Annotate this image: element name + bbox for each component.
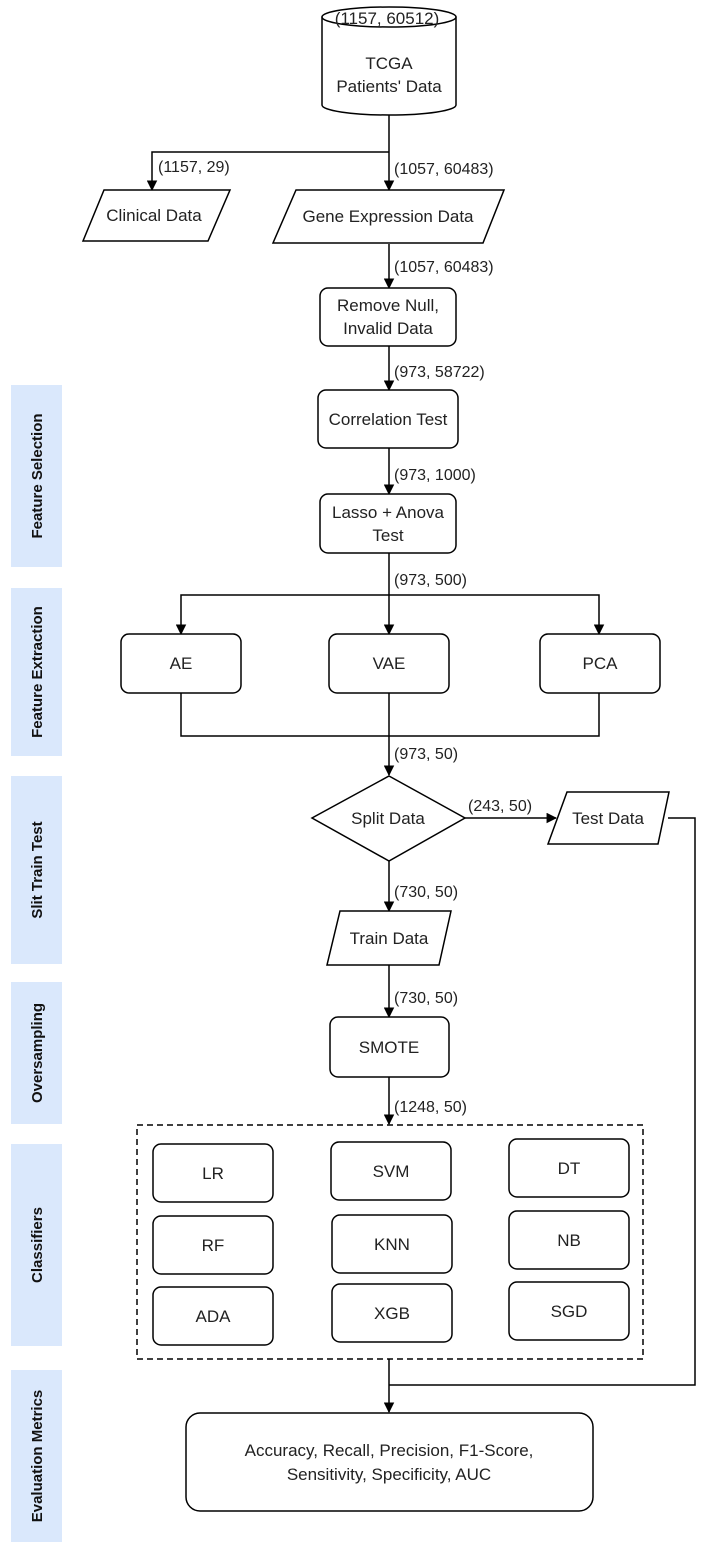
smote-node: SMOTE xyxy=(329,1016,450,1078)
pca-node: PCA xyxy=(539,633,661,694)
vae-label: VAE xyxy=(373,654,406,673)
split-data-node: Split Data xyxy=(310,775,467,862)
edge-label-gene: (1057, 60483) xyxy=(394,161,494,178)
classifier-ada: ADA xyxy=(152,1286,274,1346)
lasso-anova-line-2: Test xyxy=(372,526,403,545)
classifier-dt-label: DT xyxy=(558,1159,581,1178)
classifier-nb-label: NB xyxy=(557,1231,581,1250)
stage-label-split-train-test: Slit Train Test xyxy=(29,821,46,918)
correlation-test-label: Correlation Test xyxy=(329,410,448,429)
remove-null-line-1: Remove Null, xyxy=(337,296,439,315)
lasso-anova-line-1: Lasso + Anova xyxy=(332,503,445,522)
edge-label-train: (730, 50) xyxy=(394,884,458,901)
edge-labels: (1157, 29) (1057, 60483) (1057, 60483) (… xyxy=(158,159,532,1116)
clinical-data-label: Clinical Data xyxy=(106,206,202,225)
train-data-label: Train Data xyxy=(350,929,429,948)
edge-ae-merge xyxy=(180,693,389,737)
classifier-dt: DT xyxy=(508,1138,630,1198)
edge-to-clinical xyxy=(146,151,389,192)
stage-label-feature-selection: Feature Selection xyxy=(29,413,46,538)
classifier-ada-label: ADA xyxy=(196,1307,232,1326)
edge-test-to-metrics xyxy=(389,817,696,1386)
metrics-line-1: Accuracy, Recall, Precision, F1-Score, xyxy=(245,1441,534,1460)
edge-label-remove-null: (1057, 60483) xyxy=(394,259,494,276)
classifier-nb: NB xyxy=(508,1210,630,1270)
train-data-node: Train Data xyxy=(326,910,452,966)
stage-bands: Feature Selection Feature Extraction Sli… xyxy=(11,385,62,1542)
classifier-sgd: SGD xyxy=(508,1281,630,1341)
gene-expression-label: Gene Expression Data xyxy=(302,207,474,226)
stage-label-oversampling: Oversampling xyxy=(29,1003,46,1103)
stage-band-evaluation-metrics xyxy=(11,1370,62,1542)
classifiers-container xyxy=(136,1124,644,1360)
tcga-database: (1157, 60512) TCGA Patients' Data xyxy=(321,6,457,116)
classifier-xgb-label: XGB xyxy=(374,1304,410,1323)
edge-label-correlation: (973, 58722) xyxy=(394,364,485,381)
remove-null-line-2: Invalid Data xyxy=(343,319,433,338)
test-data-node: Test Data xyxy=(546,791,670,845)
ae-node: AE xyxy=(120,633,242,694)
edge-label-smote: (730, 50) xyxy=(394,990,458,1007)
classifier-lr: LR xyxy=(152,1143,274,1203)
classifier-xgb: XGB xyxy=(331,1283,453,1343)
smote-label: SMOTE xyxy=(359,1038,419,1057)
stage-band-feature-extraction xyxy=(11,588,62,756)
correlation-test-node: Correlation Test xyxy=(317,389,459,449)
remove-null-node: Remove Null, Invalid Data xyxy=(319,287,457,347)
metrics-node: Accuracy, Recall, Precision, F1-Score, S… xyxy=(185,1412,594,1512)
classifier-svm-label: SVM xyxy=(373,1162,410,1181)
edge-pca-merge xyxy=(389,693,600,737)
clinical-data-node: Clinical Data xyxy=(81,189,232,242)
classifier-svm: SVM xyxy=(330,1141,452,1201)
stage-label-feature-extraction: Feature Extraction xyxy=(29,606,46,738)
stage-band-oversampling xyxy=(11,982,62,1124)
edge-label-split: (973, 50) xyxy=(394,746,458,763)
classifier-lr-label: LR xyxy=(202,1164,224,1183)
edge-label-clinical: (1157, 29) xyxy=(158,159,230,176)
metrics-line-2: Sensitivity, Specificity, AUC xyxy=(287,1465,491,1484)
stage-label-evaluation-metrics: Evaluation Metrics xyxy=(29,1390,46,1523)
stage-band-split-train-test xyxy=(11,776,62,964)
classifier-rf: RF xyxy=(152,1215,274,1275)
stage-label-classifiers: Classifiers xyxy=(29,1207,46,1283)
stage-band-classifiers xyxy=(11,1144,62,1346)
split-data-label: Split Data xyxy=(351,809,425,828)
tcga-dims: (1157, 60512) xyxy=(335,9,440,28)
test-data-label: Test Data xyxy=(572,809,644,828)
connectors xyxy=(146,114,696,1414)
gene-expression-node: Gene Expression Data xyxy=(271,189,506,244)
pca-label: PCA xyxy=(583,654,619,673)
tcga-label-line-2: Patients' Data xyxy=(336,77,442,96)
classifier-knn-label: KNN xyxy=(374,1235,410,1254)
classifiers-group: LR SVM DT RF KNN NB ADA XGB xyxy=(136,1124,644,1360)
edge-label-lasso: (973, 1000) xyxy=(394,467,476,484)
ae-label: AE xyxy=(170,654,193,673)
edge-to-ae xyxy=(175,594,389,636)
tcga-label-line-1: TCGA xyxy=(365,54,413,73)
classifier-sgd-label: SGD xyxy=(551,1302,588,1321)
vae-node: VAE xyxy=(328,633,450,694)
classifier-knn: KNN xyxy=(331,1214,453,1274)
edge-label-test: (243, 50) xyxy=(468,798,532,815)
classifier-rf-label: RF xyxy=(202,1236,225,1255)
edge-label-classifiers: (1248, 50) xyxy=(394,1099,467,1116)
edge-label-extraction: (973, 500) xyxy=(394,572,467,589)
edge-to-pca xyxy=(389,594,605,636)
lasso-anova-node: Lasso + Anova Test xyxy=(319,493,457,554)
stage-band-feature-selection xyxy=(11,385,62,567)
